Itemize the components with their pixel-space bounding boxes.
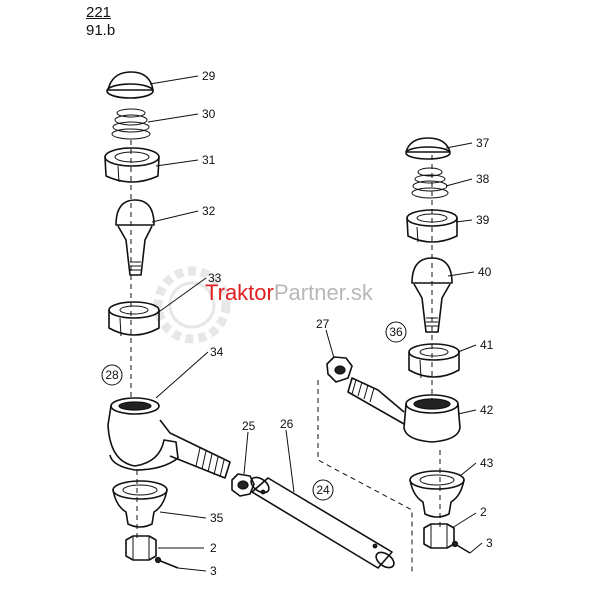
part-26-tube xyxy=(250,476,395,569)
part-3-cotter-right xyxy=(451,540,471,554)
watermark-text: TraktorPartner.sk xyxy=(205,280,374,305)
callout-39: 39 xyxy=(476,213,490,227)
callout-2-right: 2 xyxy=(480,505,487,519)
leader-lines xyxy=(147,75,483,572)
part-29-cap xyxy=(106,71,154,99)
callout-34: 34 xyxy=(210,345,224,359)
callout-35: 35 xyxy=(210,511,224,525)
group-24-label: 24 xyxy=(316,483,330,497)
part-25-nut xyxy=(231,473,255,497)
part-41-ring xyxy=(408,343,460,379)
part-34-tie-rod-end xyxy=(107,397,231,479)
callout-labels: 29 30 31 32 33 34 35 2 3 25 26 27 37 38 … xyxy=(202,69,494,578)
part-42-tie-rod-end xyxy=(347,377,461,443)
assembly-guides xyxy=(130,140,441,575)
watermark-red: Traktor xyxy=(205,280,274,305)
callout-42: 42 xyxy=(480,403,494,417)
group-28-label: 28 xyxy=(105,368,119,382)
part-43-sleeve xyxy=(409,470,465,518)
callout-2-left: 2 xyxy=(210,541,217,555)
callout-31: 31 xyxy=(202,153,216,167)
part-33-ring xyxy=(108,301,160,337)
diagram-page-number: 221 xyxy=(86,4,112,21)
callout-27: 27 xyxy=(316,317,330,331)
part-32-ball-pin xyxy=(115,199,155,276)
part-37-cap xyxy=(405,137,451,160)
part-35-sleeve xyxy=(112,480,168,528)
callout-3-left: 3 xyxy=(210,564,217,578)
group-36: 36 xyxy=(385,321,407,343)
group-28: 28 xyxy=(101,364,123,386)
watermark-grey: Partner xyxy=(274,280,346,305)
watermark-gear-icon xyxy=(153,266,231,344)
part-2-nut-right xyxy=(423,523,455,549)
part-30-spring xyxy=(111,108,151,140)
part-2-nut-left xyxy=(125,535,157,561)
callout-40: 40 xyxy=(478,265,492,279)
callout-29: 29 xyxy=(202,69,216,83)
callout-37: 37 xyxy=(476,136,490,150)
part-31-ring xyxy=(104,147,160,183)
callout-33: 33 xyxy=(208,271,222,285)
part-27-nut xyxy=(326,356,353,383)
diagram-sub-number: 91.b xyxy=(86,22,116,39)
group-24: 24 xyxy=(312,479,334,501)
part-39-ring xyxy=(406,209,458,243)
watermark-suffix: .sk xyxy=(345,280,374,305)
callout-25: 25 xyxy=(242,419,256,433)
callout-30: 30 xyxy=(202,107,216,121)
callout-32: 32 xyxy=(202,204,216,218)
part-38-spring xyxy=(411,167,449,199)
callout-26: 26 xyxy=(280,417,294,431)
callout-38: 38 xyxy=(476,172,490,186)
part-40-ball-pin xyxy=(411,257,453,333)
callout-43: 43 xyxy=(480,456,494,470)
callout-41: 41 xyxy=(480,338,494,352)
callout-3-right: 3 xyxy=(486,536,493,550)
part-3-cotter-left xyxy=(154,556,179,569)
group-36-label: 36 xyxy=(389,325,403,339)
